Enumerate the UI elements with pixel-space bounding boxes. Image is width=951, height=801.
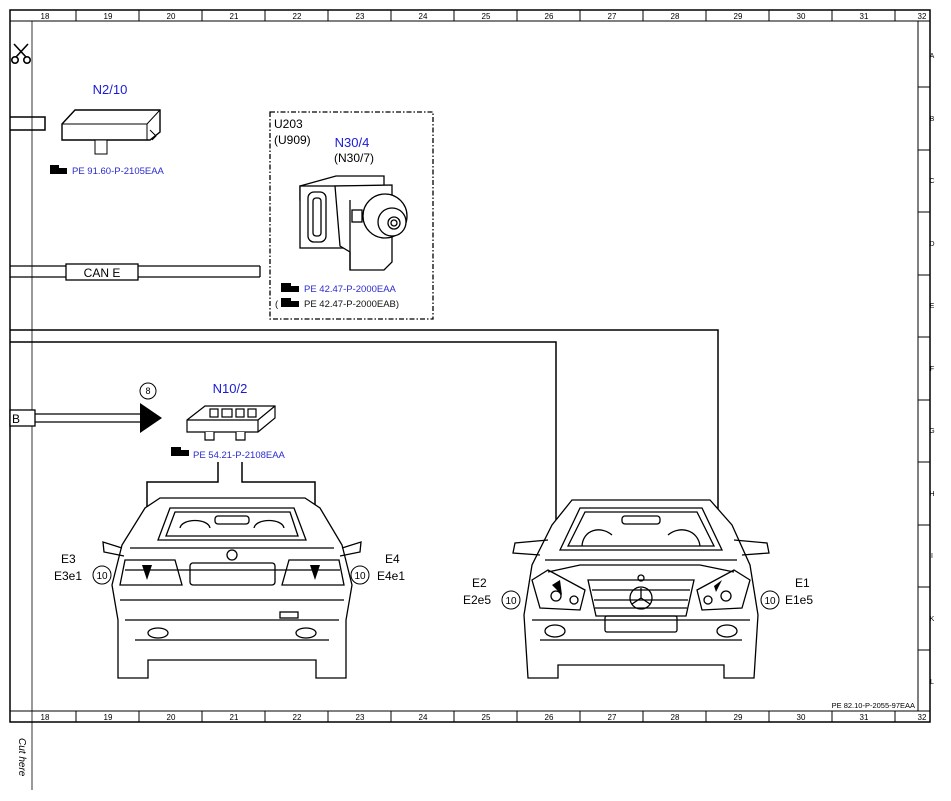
row-label: F (930, 366, 934, 373)
col-label: 30 (797, 713, 806, 722)
row-label: A (930, 53, 935, 60)
n30-4-alt-code: (N30/7) (334, 151, 374, 165)
car-front-view (512, 499, 770, 679)
pointing-hand-icon (171, 447, 189, 456)
arrow-down-icon (310, 565, 320, 580)
n30-4-code: N30/4 (335, 135, 370, 150)
col-label: 31 (860, 12, 869, 21)
row-label: H (929, 491, 934, 498)
col-label: 25 (482, 12, 491, 21)
col-label: 20 (167, 12, 176, 21)
lamp-e2-circle (501, 590, 521, 610)
n2-10-code: N2/10 (93, 82, 128, 97)
connector-b (9, 403, 162, 433)
marker-8-label: 8 (145, 386, 150, 396)
col-label: 20 (167, 713, 176, 722)
row-ruler: A B C D E F G H I K L (929, 53, 934, 686)
n2-10-module (10, 109, 161, 155)
col-label: 29 (734, 713, 743, 722)
wiring-lines (10, 329, 719, 592)
col-label: 26 (545, 713, 554, 722)
can-e-bus (10, 263, 261, 281)
col-label: 22 (293, 12, 302, 21)
col-label: 18 (41, 713, 50, 722)
lamp-e4-circle (350, 565, 370, 585)
car-rear-view (102, 497, 362, 679)
col-label: 19 (104, 12, 113, 21)
row-label: G (929, 428, 934, 435)
n10-2-code: N10/2 (213, 381, 248, 396)
col-label: 28 (671, 713, 680, 722)
col-label: 21 (230, 12, 239, 21)
column-ruler-bottom: 18 19 20 21 22 23 24 25 26 27 28 29 30 3… (41, 713, 927, 722)
lamp-e1-circle-label: 10 (764, 596, 776, 607)
arrow-down-icon (142, 565, 152, 580)
col-label: 30 (797, 12, 806, 21)
row-label: C (929, 178, 934, 185)
document-reference: PE 82.10-P-2055-97EAA (832, 701, 915, 710)
n30-4-esp-unit (299, 175, 408, 271)
col-label: 24 (419, 713, 428, 722)
pointing-hand-icon (50, 165, 67, 174)
col-label: 27 (608, 713, 617, 722)
col-label: 23 (356, 713, 365, 722)
row-label: B (930, 116, 935, 123)
col-label: 23 (356, 12, 365, 21)
lamp-e2-circle-label: 10 (505, 596, 517, 607)
can-e-label: CAN E (84, 266, 121, 280)
n30-4-ref-1: PE 42.47-P-2000EAA (304, 284, 397, 295)
cut-here-label: Cut here (16, 738, 27, 777)
lamp-e2-sub: E2e5 (463, 593, 491, 607)
col-label: 32 (918, 713, 927, 722)
row-label: D (929, 241, 934, 248)
lamp-e3-name: E3 (61, 552, 76, 566)
lamp-e1-name: E1 (795, 576, 810, 590)
u203-code: U203 (274, 117, 303, 131)
scissors-icon (11, 43, 31, 64)
row-label: L (930, 679, 934, 686)
pointing-hand-icon (281, 298, 299, 307)
col-label: 21 (230, 713, 239, 722)
col-label: 18 (41, 12, 50, 21)
lamp-e4-circle-label: 10 (354, 571, 366, 582)
n2-10-ref: PE 91.60-P-2105EAA (72, 166, 165, 177)
col-label: 31 (860, 713, 869, 722)
col-label: 19 (104, 713, 113, 722)
col-label: 24 (419, 12, 428, 21)
lamp-e3-circle-label: 10 (96, 571, 108, 582)
row-label: K (930, 616, 935, 623)
col-label: 29 (734, 12, 743, 21)
lamp-e3-sub: E3e1 (54, 569, 82, 583)
lamp-e4-name: E4 (385, 552, 400, 566)
lamp-e1-circle (760, 590, 780, 610)
lamp-e3-circle (92, 565, 112, 585)
arrow-icon (552, 580, 562, 595)
column-ruler-top: 18 19 20 21 22 23 24 25 26 27 28 29 30 3… (41, 12, 927, 21)
row-label: I (931, 553, 933, 560)
n10-2-sam-module (186, 405, 276, 441)
lamp-e2-name: E2 (472, 576, 487, 590)
lamp-e1-sub: E1e5 (785, 593, 813, 607)
col-label: 28 (671, 12, 680, 21)
col-label: 26 (545, 12, 554, 21)
col-label: 27 (608, 12, 617, 21)
lamp-e4-sub: E4e1 (377, 569, 405, 583)
diagram-frame (9, 9, 931, 723)
pointing-hand-icon (281, 283, 299, 292)
n30-4-ref-2-prefix: ( (275, 299, 279, 310)
col-label: 22 (293, 713, 302, 722)
u203-alt-code: (U909) (274, 133, 311, 147)
n30-4-ref-2: PE 42.47-P-2000EAB) (304, 299, 399, 310)
connector-b-label: B (12, 412, 20, 426)
row-label: E (930, 303, 935, 310)
col-label: 32 (918, 12, 927, 21)
marker-circle (139, 382, 157, 400)
u203-group-box (269, 111, 434, 320)
arrow-icon (714, 580, 722, 592)
n10-2-ref: PE 54.21-P-2108EAA (193, 450, 286, 461)
col-label: 25 (482, 713, 491, 722)
